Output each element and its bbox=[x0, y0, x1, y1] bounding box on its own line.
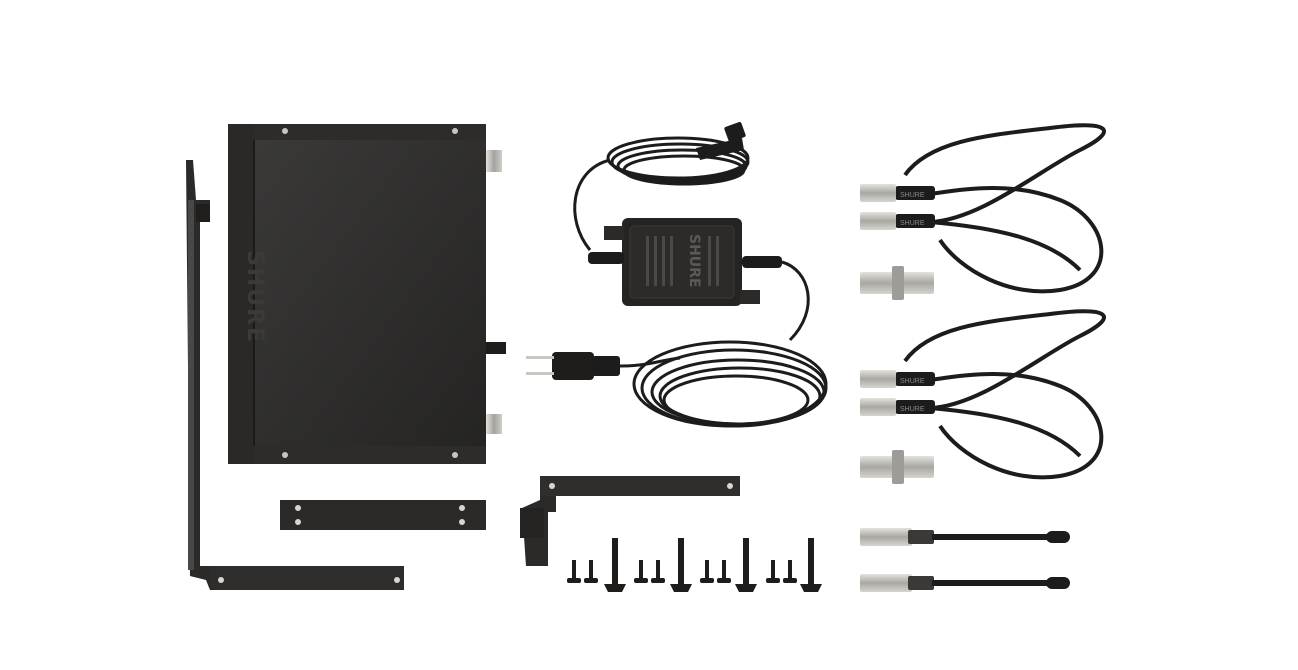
screw-hole bbox=[452, 128, 458, 134]
antenna bbox=[860, 574, 1070, 592]
cable-print: SHURE bbox=[900, 406, 925, 413]
dc-plug bbox=[724, 121, 746, 143]
rack-ear-bracket-left bbox=[186, 160, 404, 590]
screw-large bbox=[735, 538, 757, 592]
receiver-brand-logo: SHURE bbox=[242, 250, 267, 344]
adapter-brand-logo: SHURE bbox=[686, 234, 702, 288]
antenna-connector-bottom bbox=[486, 414, 502, 434]
bulkhead-adapter bbox=[860, 266, 934, 300]
antenna-extension-cables: SHURE SHURE SHURE SHURE bbox=[860, 123, 1106, 480]
rack-ear-bracket-right bbox=[520, 476, 740, 566]
bnc-connector bbox=[860, 212, 896, 230]
screws bbox=[567, 538, 822, 592]
screw-small bbox=[766, 560, 780, 583]
ac-plug bbox=[526, 352, 620, 380]
screw-hole bbox=[452, 452, 458, 458]
bnc-connector bbox=[860, 370, 896, 388]
bulkhead-adapters bbox=[860, 266, 934, 484]
cable-print: SHURE bbox=[900, 192, 925, 199]
cable-print: SHURE bbox=[900, 220, 925, 227]
bnc-connector bbox=[860, 184, 896, 202]
power-adapter: SHURE bbox=[526, 121, 828, 428]
antenna-connector-top bbox=[486, 150, 502, 172]
antenna-cable-pair-1: SHURE SHURE bbox=[860, 123, 1106, 294]
power-jack bbox=[486, 342, 506, 354]
screw-hole bbox=[282, 128, 288, 134]
screw-small bbox=[717, 560, 731, 583]
bulkhead-adapter bbox=[860, 450, 934, 484]
screw-small bbox=[634, 560, 648, 583]
antenna-cable-pair-2: SHURE SHURE bbox=[860, 309, 1106, 480]
cable-print: SHURE bbox=[900, 378, 925, 385]
screw-small bbox=[700, 560, 714, 583]
joining-plate bbox=[280, 500, 486, 530]
screw-small bbox=[651, 560, 665, 583]
screw-hole bbox=[282, 452, 288, 458]
antennas bbox=[860, 528, 1070, 592]
screw-small bbox=[783, 560, 797, 583]
receiver-unit: SHURE bbox=[228, 124, 506, 464]
antenna bbox=[860, 528, 1070, 546]
screw-large bbox=[670, 538, 692, 592]
bnc-connector bbox=[860, 398, 896, 416]
screw-small bbox=[584, 560, 598, 583]
screw-large bbox=[800, 538, 822, 592]
screw-small bbox=[567, 560, 581, 583]
screw-large bbox=[604, 538, 626, 592]
